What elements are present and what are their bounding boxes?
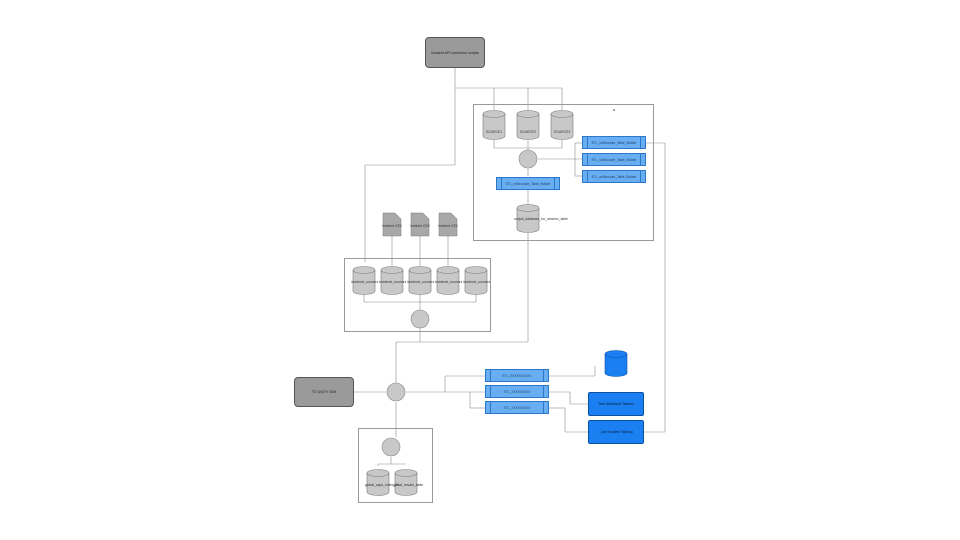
csv-file-icon: [438, 212, 458, 237]
etl-process-label: ETL_xxStructure_Table_Builder: [591, 157, 637, 162]
etl-center-label: ETL_xxStructure_Table_Builder: [505, 181, 551, 186]
etl-lower-label: ETL_XXXXXXXXX: [503, 405, 531, 410]
csv-label: Incident CSV: [438, 224, 458, 228]
tableau-box: Tech Additional Tableau: [588, 392, 644, 416]
csv-label: Incident CSV: [382, 224, 402, 228]
bottom-db-label: global_caps_index_tbl: [365, 483, 399, 487]
api-connector-box: Incident API connector scripts: [425, 37, 485, 68]
dot-marker: [613, 109, 615, 111]
source-db-label: SOURCE1: [485, 130, 503, 134]
sources-group-frame: [473, 104, 654, 241]
etl-process-box: ETL_xxStructure_Table_Builder: [582, 153, 646, 166]
etl-process-box: ETL_xxStructure_Table_Builder: [582, 136, 646, 149]
hub-circle-main: [386, 382, 406, 402]
csv-file-icon: [382, 212, 402, 237]
etl-lower-box: ETL_XXXXXXXXXX: [485, 369, 549, 382]
source-db-label: SOURCE2: [519, 130, 537, 134]
database-icon: [550, 114, 574, 140]
incident-db-label: incidentx_sources: [407, 280, 435, 284]
database-icon: [408, 270, 432, 295]
csv-file-icon: [410, 212, 430, 237]
tableau-label: Tech Additional Tableau: [598, 402, 634, 406]
hub-circle-top: [518, 149, 538, 169]
hub-circle-middle: [410, 309, 430, 329]
tableau-label: _Live Incident Tableau: [599, 430, 633, 434]
incident-db-label: incidentx_sources: [379, 280, 407, 284]
database-icon: [380, 270, 404, 295]
source-db-label: SOURCE3: [553, 130, 571, 134]
database-icon: [516, 208, 540, 233]
etl-lower-label: ETL_XXXXXXXXX: [503, 389, 531, 394]
incidents-group-frame: [344, 258, 491, 332]
incident-db-label: incidentx_sources: [435, 280, 463, 284]
csv-label: Incident CSV: [410, 224, 430, 228]
output-db-label: output_database_for_newenv_table: [514, 217, 568, 221]
tableau-box: _Live Incident Tableau: [588, 420, 644, 444]
etl-process-box: ETL_xxStructure_Table_Builder: [582, 170, 646, 183]
incident-db-label: incidentx_sources: [463, 280, 491, 284]
bottom-group-frame: [358, 428, 433, 503]
database-icon: [482, 114, 506, 140]
database-icon: [352, 270, 376, 295]
etl-process-label: ETL_xxStructure_Table_Builder: [591, 174, 637, 179]
database-icon: [436, 270, 460, 295]
api-connector-label: Incident API connector scripts: [431, 50, 479, 55]
etl-lower-box: ETL_XXXXXXXXX: [485, 385, 549, 398]
etl-lower-box: ETL_XXXXXXXXX: [485, 401, 549, 414]
unity-idm-box: TO UNITY IDM: [294, 377, 354, 407]
database-icon: [394, 473, 418, 496]
database-icon: [516, 114, 540, 140]
hub-circle-bottom: [381, 437, 401, 457]
etl-center-box: ETL_xxStructure_Table_Builder: [496, 177, 560, 190]
database-icon: [464, 270, 488, 295]
etl-process-label: ETL_xxStructure_Table_Builder: [591, 140, 637, 145]
unity-idm-label: TO UNITY IDM: [311, 390, 337, 394]
blue-database-icon: [604, 354, 628, 377]
database-icon: [366, 473, 390, 496]
etl-lower-label: ETL_XXXXXXXXXX: [502, 373, 532, 378]
incident-db-label: incidentx_sources: [351, 280, 379, 284]
bottom-db-label: global_results_table: [393, 483, 424, 487]
